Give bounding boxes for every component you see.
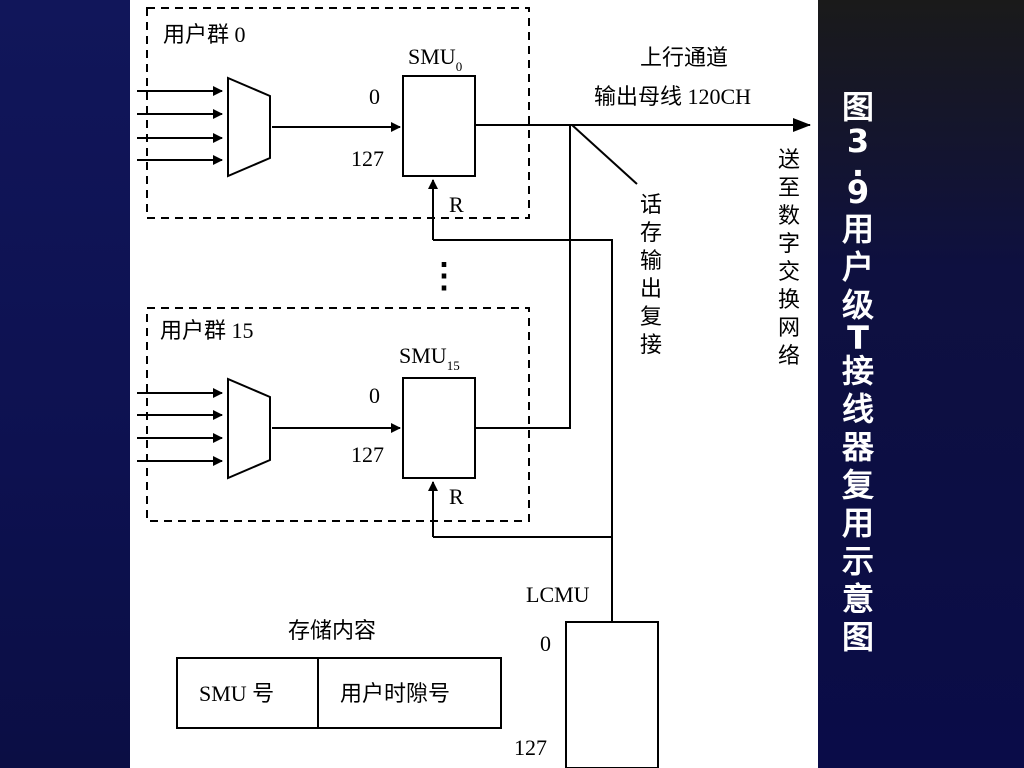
background-left [0,0,130,768]
uplink-line1: 上行通道 [640,45,728,70]
smu15-r-label: R [449,484,464,509]
smu15-block [402,377,476,479]
uplink-line2: 输出母线 120CH [594,84,751,109]
smu15-output-line [475,125,571,429]
svg-text:交: 交 [778,259,800,284]
svg-text:接: 接 [640,332,662,357]
smu0-label: SMU0 [408,44,462,74]
lcmu-label: LCMU [526,582,590,607]
control-line-smu0 [433,239,613,622]
mux-vertical-label: 话 存 输 出 复 接 [640,192,662,357]
storage-col1: SMU 号 [199,681,274,706]
lcmu-top: 0 [540,631,551,656]
group0-label: 用户群 0 [163,22,246,47]
smu15-label: SMU15 [399,343,460,373]
group15-mux [227,377,271,480]
background-right [818,0,1024,768]
svg-text:换: 换 [778,287,800,312]
storage-col2: 用户时隙号 [340,681,450,706]
svg-text:复: 复 [640,304,662,329]
mux-pointer-line [571,124,638,185]
svg-text:数: 数 [778,203,800,228]
svg-text:送: 送 [778,147,800,172]
smu0-port-top: 0 [369,84,380,109]
svg-text:网: 网 [778,315,800,340]
svg-text:络: 络 [778,343,800,368]
group15-inputs [137,388,223,466]
smu15-port-top: 0 [369,383,380,408]
smu0-block [402,75,476,177]
lcmu-block [565,621,659,768]
smu15-port-bottom: 127 [351,442,384,467]
group0-inputs [137,86,223,165]
figure-title: 图 3 . 9 用 户 级 T 接 线 器 复 用 示 意 图 [841,88,874,656]
svg-text:输: 输 [640,248,662,273]
svg-text:话: 话 [640,192,662,217]
ellipsis: ⋮ [427,258,461,295]
storage-title: 存储内容 [288,618,376,643]
smu0-r-label: R [449,192,464,217]
group0-mux [227,76,271,178]
svg-text:至: 至 [778,175,800,200]
lcmu-bottom: 127 [514,735,547,760]
storage-table [176,657,502,729]
svg-text:字: 字 [778,231,800,256]
group15-label: 用户群 15 [160,318,254,343]
svg-text:出: 出 [640,276,662,301]
smu0-port-bottom: 127 [351,146,384,171]
send-vertical-label: 送 至 数 字 交 换 网 络 [778,147,800,368]
svg-text:存: 存 [640,220,662,245]
